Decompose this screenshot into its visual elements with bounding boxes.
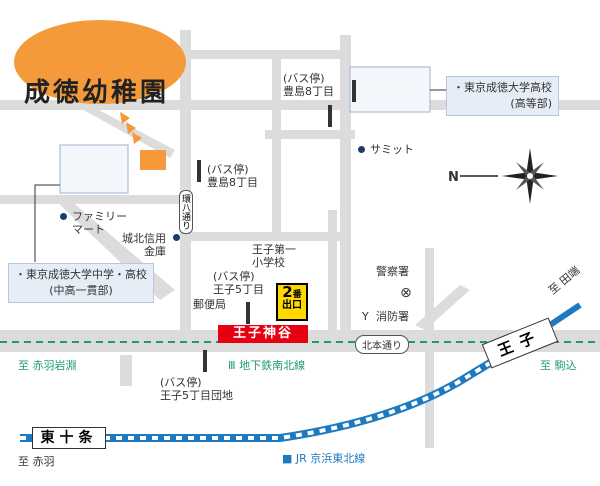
bus-stop-poles <box>197 80 356 372</box>
school-junior-label: ・東京成徳大学中学・高校 (中高一貫部) <box>8 263 154 303</box>
school-high-sub: (高等部) <box>510 96 552 110</box>
school-oji-label: 王子第一小学校 <box>252 243 296 270</box>
road-label-kanpachi: 環八通り <box>179 190 193 234</box>
station-higashijujo: 東十条 <box>32 427 106 449</box>
direction-akabane-iwabuchi: 至 赤羽岩淵 <box>18 359 77 372</box>
station-oji-kamiya: 王子神谷 <box>218 325 308 343</box>
summit-dot <box>358 146 365 153</box>
bank-dot <box>173 234 180 241</box>
fire-station-label: 消防署 <box>376 310 409 323</box>
family-mart-dot <box>60 213 67 220</box>
police-icon: ⊗ <box>400 285 412 301</box>
bus-stop-label-2: (バス停)豊島8丁目 <box>207 163 258 190</box>
bus-stop-label-4: (バス停)王子5丁目団地 <box>160 376 233 403</box>
road-network <box>0 30 600 448</box>
bank-label: 城北信用金庫 <box>122 232 166 259</box>
school-junior-name: ・東京成徳大学中学・高校 <box>15 268 147 281</box>
direction-komagome: 至 駒込 <box>540 359 577 372</box>
map-title: 成徳幼稚園 <box>24 78 170 108</box>
bus-stop-label-3: (バス停)王子5丁目 <box>213 270 264 297</box>
subway-line-label: Ⅲ 地下鉄南北線 <box>228 359 306 372</box>
summit-label: サミット <box>370 143 414 156</box>
exit-word: 出口 <box>282 299 302 311</box>
police-label: 警察署 <box>376 265 409 278</box>
compass-north-label: N <box>448 170 459 185</box>
post-office-label: 郵便局 <box>193 298 226 311</box>
fire-station-icon: Y <box>362 310 369 323</box>
jr-line-label: ■ JR 京浜東北線 <box>282 452 366 465</box>
jr-line-ties <box>20 343 522 440</box>
road-label-kitamoto: 北本通り <box>355 335 409 354</box>
kindergarten-icon <box>140 150 166 170</box>
direction-akabane: 至 赤羽 <box>18 455 55 468</box>
school-high-name: ・東京成徳大学高校 <box>453 81 552 94</box>
school-high-label: ・東京成徳大学高校 (高等部) <box>446 76 559 116</box>
exit-number: 2 <box>282 283 293 301</box>
exit-2-sign: 2番 出口 <box>276 283 308 321</box>
school-junior-sub: (中高一貫部) <box>49 283 113 297</box>
exit-suffix: 番 <box>292 290 302 300</box>
family-mart-label: ファミリーマート <box>72 210 127 237</box>
kindergarten-blob <box>14 20 186 104</box>
bus-stop-label-1: (バス停)豊島8丁目 <box>283 72 334 99</box>
path-arrows <box>120 112 142 144</box>
leader-junior <box>34 184 60 262</box>
compass-icon <box>460 148 558 204</box>
school-grounds-2 <box>349 66 431 113</box>
school-grounds-1 <box>59 144 129 194</box>
